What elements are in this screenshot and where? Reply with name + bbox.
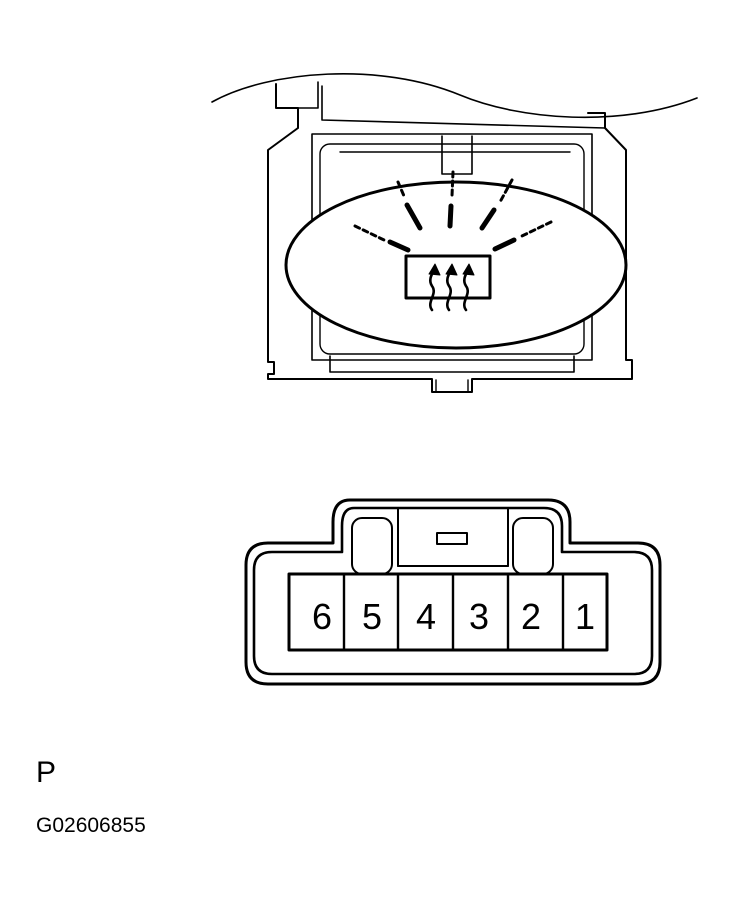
pin-6-label: 6 [312, 596, 332, 637]
indicator-rays [353, 170, 553, 253]
figure-code: G02606855 [36, 814, 146, 837]
pin-cavity-block [287, 572, 609, 652]
connector-face: 6 5 4 3 2 1 [244, 498, 662, 686]
pin-4-label: 4 [416, 596, 436, 637]
pin-3-label: 3 [469, 596, 489, 637]
pin-5-label: 5 [362, 596, 382, 637]
connector-id-label: P [36, 756, 57, 789]
connector-shell [244, 498, 662, 686]
switch-assembly [211, 73, 698, 393]
switch-lens [284, 180, 628, 350]
dash-panel-curve [211, 73, 698, 119]
switch-housing [267, 83, 633, 393]
latch-tab [436, 532, 468, 545]
rear-defogger-icon [404, 254, 492, 312]
pin-2-label: 2 [521, 596, 541, 637]
pin-1-label: 1 [575, 596, 595, 637]
